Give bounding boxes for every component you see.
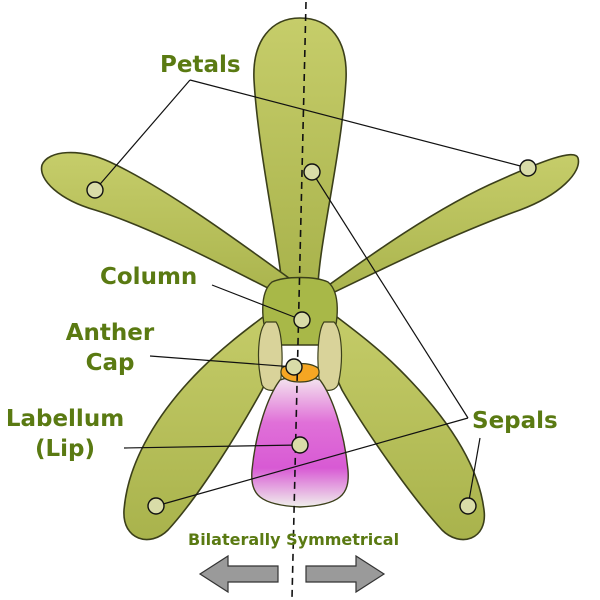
marker-sepal-right bbox=[459, 497, 477, 515]
marker-dorsal-sepal bbox=[303, 163, 321, 181]
marker-column bbox=[293, 311, 311, 329]
right-arrow bbox=[305, 554, 386, 594]
symmetry-axis bbox=[291, 1, 307, 599]
right-petal bbox=[305, 153, 580, 301]
label-labellum: Labellum (Lip) bbox=[0, 404, 130, 464]
label-labellum-line1: Labellum bbox=[5, 406, 125, 432]
label-petals: Petals bbox=[160, 52, 241, 78]
marker-labellum bbox=[291, 436, 309, 454]
left-arrow bbox=[198, 554, 279, 594]
label-symmetry: Bilaterally Symmetrical bbox=[188, 530, 400, 549]
left-column-wing bbox=[257, 321, 283, 391]
label-anther-line1: Anther bbox=[65, 320, 155, 346]
right-lateral-sepal bbox=[309, 298, 486, 541]
right-column-wing bbox=[317, 321, 343, 391]
marker-sepal-left bbox=[147, 497, 165, 515]
markers bbox=[86, 159, 537, 515]
column-body bbox=[262, 276, 338, 346]
marker-anther bbox=[285, 358, 303, 376]
label-anther-cap: Anther Cap bbox=[55, 318, 165, 378]
label-anther-line2: Cap bbox=[85, 350, 135, 376]
label-labellum-line2: (Lip) bbox=[34, 436, 96, 462]
leader-lines bbox=[94, 79, 529, 507]
marker-petal-right bbox=[519, 159, 537, 177]
marker-petal-left bbox=[86, 181, 104, 199]
label-sepals: Sepals bbox=[472, 408, 558, 434]
label-column: Column bbox=[100, 264, 198, 290]
left-petal bbox=[40, 151, 302, 302]
